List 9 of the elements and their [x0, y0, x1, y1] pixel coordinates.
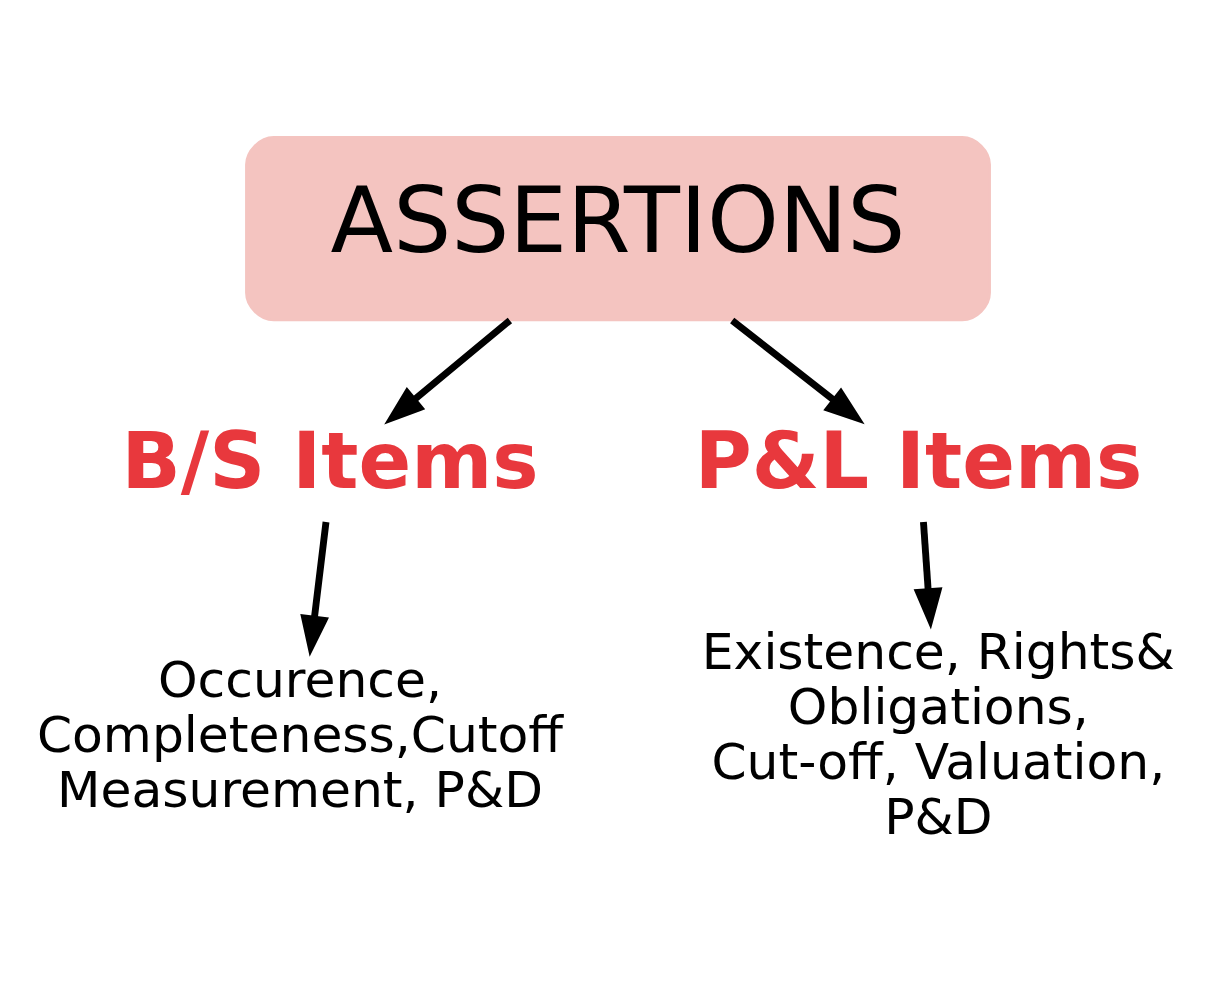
arrow: [913, 521, 943, 630]
node-text: P&L Items: [694, 415, 1143, 506]
arrow: [384, 317, 513, 425]
node-text: Existence, Rights& Obligations, Cut-off, Valuation, P&D: [701, 622, 1175, 847]
arrow: [300, 521, 330, 657]
arrow: [730, 317, 865, 425]
node-text: B/S Items: [121, 415, 539, 506]
node-box: ASSERTIONS: [245, 136, 991, 322]
node-text: Occurence, Completeness,Cutoff Measurement, P&D: [36, 649, 564, 819]
